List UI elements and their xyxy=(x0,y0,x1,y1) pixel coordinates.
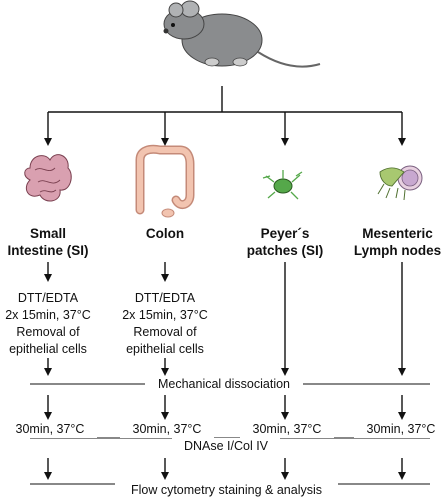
peyers-patch-icon xyxy=(262,170,303,200)
lymph-node-icon xyxy=(377,165,423,201)
time-colon: 30min, 37°C xyxy=(120,421,214,438)
time-lymph-nodes: 30min, 37°C xyxy=(354,421,445,438)
title-lymph-nodes: Mesenteric Lymph nodes xyxy=(350,225,445,259)
small-intestine-icon xyxy=(24,154,72,202)
step-line-4: epithelial cells xyxy=(126,342,204,356)
branch-connector xyxy=(44,86,406,146)
step-line-1: DTT/EDTA xyxy=(17,291,79,305)
title-line-2: Lymph nodes xyxy=(353,243,442,258)
title-line-1: Mesenteric xyxy=(362,226,433,241)
time-peyers-patches: 30min, 37°C xyxy=(240,421,334,438)
time-small-intestine: 30min, 37°C xyxy=(3,421,97,438)
step-line-4: epithelial cells xyxy=(9,342,87,356)
title-line-1: Peyer´s xyxy=(260,226,310,241)
title-line-1: Colon xyxy=(145,226,185,241)
flow-arrows xyxy=(44,262,406,376)
title-peyers-patches: Peyer´s patches (SI) xyxy=(235,225,335,259)
mouse-icon xyxy=(163,0,321,68)
final-arrows xyxy=(44,458,406,480)
post-mech-arrows xyxy=(44,395,406,420)
title-line-2: patches (SI) xyxy=(246,243,324,258)
step-colon: DTT/EDTA 2x 15min, 37°C Removal of epith… xyxy=(117,290,213,358)
step-line-2: 2x 15min, 37°C xyxy=(5,308,91,322)
step-line-3: Removal of xyxy=(133,325,197,339)
title-line-2: Intestine (SI) xyxy=(7,243,89,258)
title-colon: Colon xyxy=(117,225,213,242)
step-line-3: Removal of xyxy=(16,325,80,339)
step-line-1: DTT/EDTA xyxy=(134,291,196,305)
stage-digestion: DNAse I/Col IV xyxy=(172,438,280,455)
colon-icon xyxy=(135,144,195,218)
step-small-intestine: DTT/EDTA 2x 15min, 37°C Removal of epith… xyxy=(0,290,96,358)
stage-final: Flow cytometry staining & analysis xyxy=(115,482,338,499)
title-small-intestine: Small Intestine (SI) xyxy=(0,225,96,259)
step-line-2: 2x 15min, 37°C xyxy=(122,308,208,322)
title-line-1: Small xyxy=(29,226,67,241)
stage-mechanical: Mechanical dissociation xyxy=(145,376,303,393)
